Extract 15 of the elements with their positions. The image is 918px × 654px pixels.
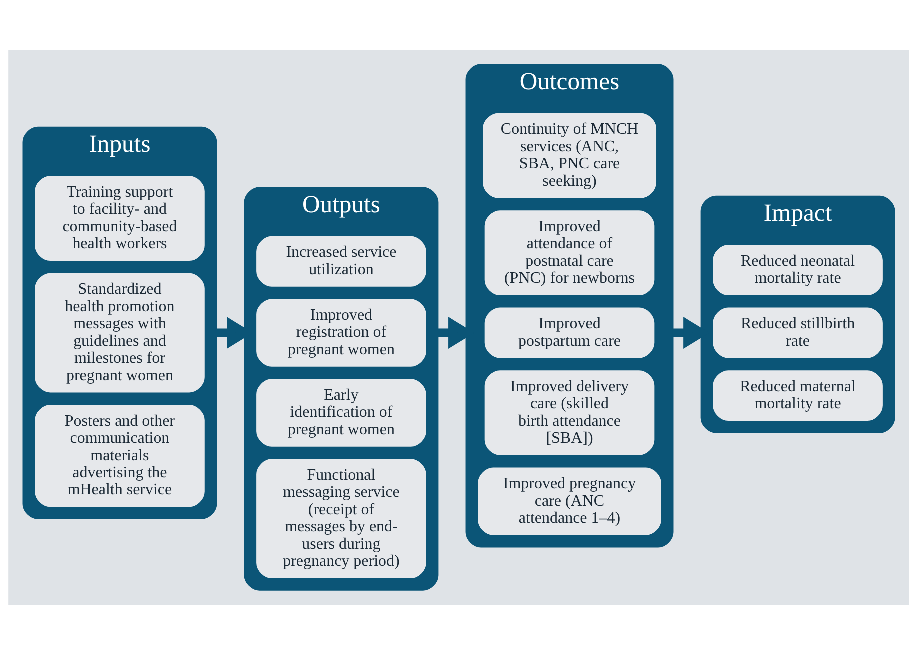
- node-box: Improved registration of pregnant women: [256, 298, 426, 366]
- node-box: Standardized health promotion messages with guidelines and milestones for pregnant women: [35, 272, 205, 392]
- node-box: Reduced stillbirth rate: [713, 307, 883, 358]
- node-box: Improved attendance of postnatal care (PNC) for newborns: [484, 210, 655, 295]
- node-box: Increased service utilization: [256, 236, 426, 286]
- node-box: Improved postpartum care: [484, 307, 655, 358]
- node-box: Reduced maternal mortality rate: [713, 370, 883, 421]
- node-box: Continuity of MNCH services (ANC, SBA, PNC care seeking): [483, 112, 656, 198]
- node-box: Reduced neonatal mortality rate: [713, 244, 883, 295]
- node-box: Early identification of pregnant women: [256, 378, 426, 446]
- node-box: Improved delivery care (skilled birth attendance [SBA]): [484, 370, 655, 455]
- node-box: Improved pregnancy care (ANC attendance 1–4): [478, 467, 662, 535]
- node-box: Training support to facility- and community-based health workers: [35, 176, 205, 261]
- node-box: Functional messaging service (receipt of messages by end-users during pregnancy period): [256, 458, 426, 578]
- node-box: Posters and other communication materials advertising the mHealth service: [35, 404, 205, 507]
